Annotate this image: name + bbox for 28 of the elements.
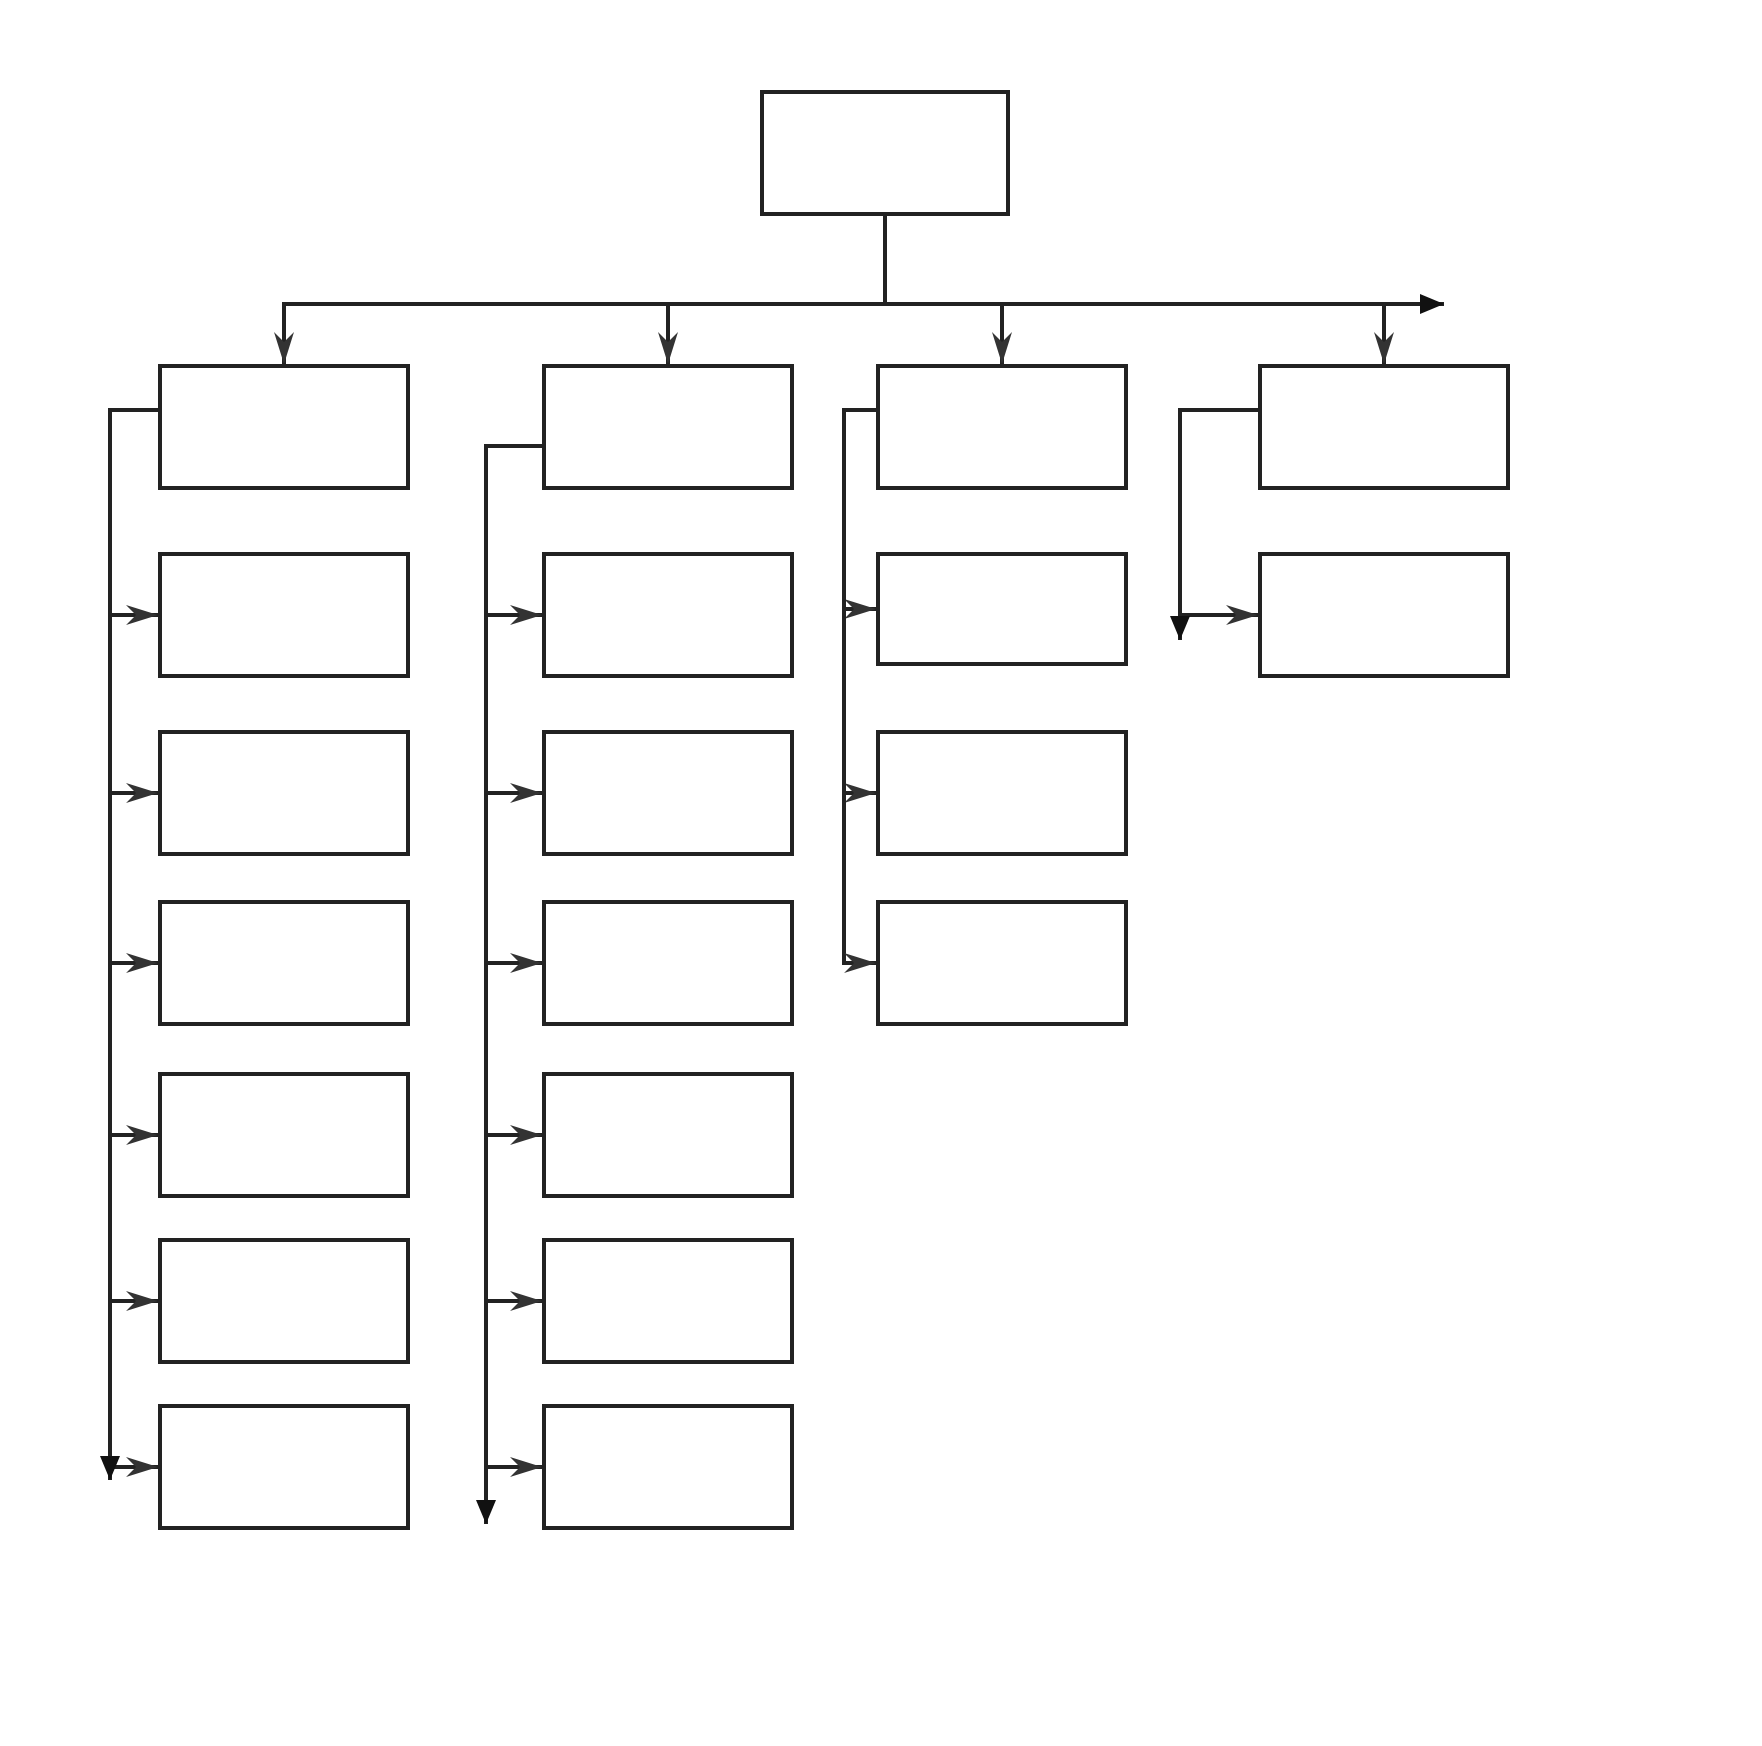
empty-box: [158, 364, 410, 490]
empty-box: [1258, 364, 1510, 490]
empty-box: [158, 1238, 410, 1364]
empty-box: [542, 730, 794, 856]
empty-box: [542, 1238, 794, 1364]
empty-box: [542, 900, 794, 1026]
empty-box: [876, 364, 1128, 490]
empty-box: [542, 552, 794, 678]
empty-box: [876, 900, 1128, 1026]
connector: [1178, 408, 1258, 625]
empty-box: [158, 730, 410, 856]
empty-box: [158, 900, 410, 1026]
empty-box: [542, 1072, 794, 1198]
empty-box: [542, 364, 794, 490]
empty-box: [158, 1072, 410, 1198]
connector: [658, 302, 885, 364]
empty-box: [158, 552, 410, 678]
empty-box: [1258, 552, 1510, 678]
connector: [108, 408, 158, 1477]
empty-box: [542, 1404, 794, 1530]
empty-box: [876, 552, 1128, 666]
connector: [883, 216, 887, 304]
empty-box: [876, 730, 1128, 856]
empty-box: [158, 1404, 410, 1530]
connector: [885, 302, 1394, 364]
empty-box: [760, 90, 1010, 216]
connector: [842, 408, 876, 973]
connector: [484, 444, 542, 1477]
